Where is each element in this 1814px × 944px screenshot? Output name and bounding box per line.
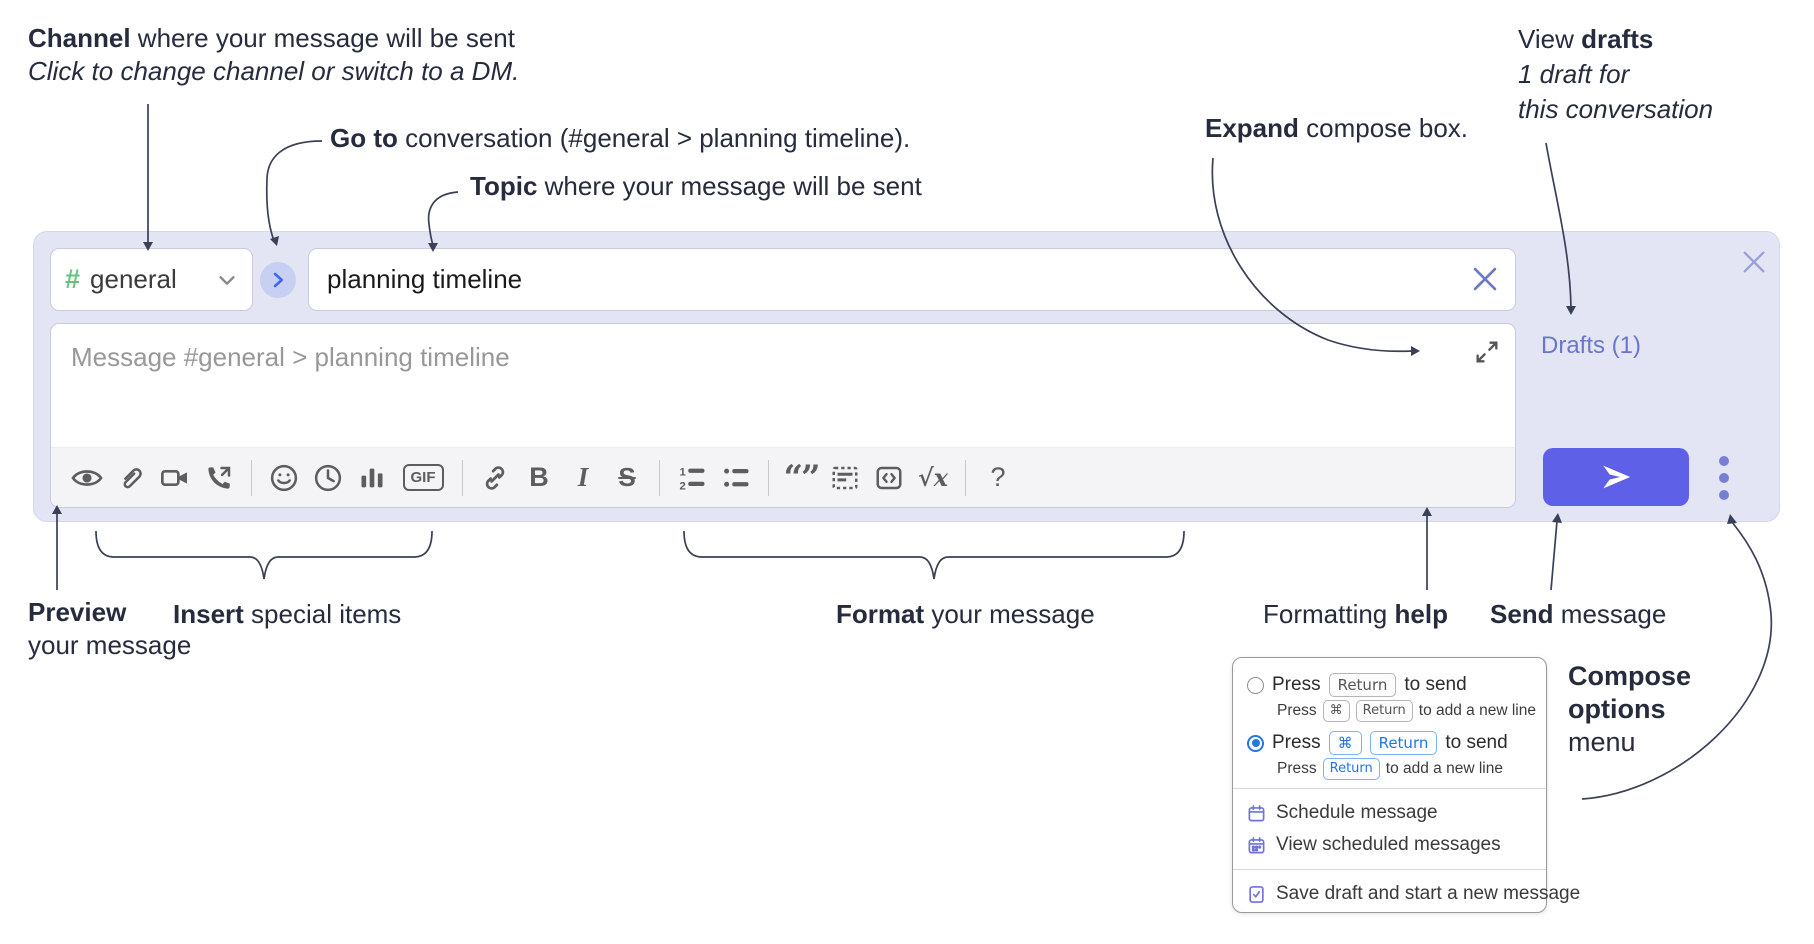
topic-clear-x-icon[interactable]: [1468, 262, 1502, 296]
strikethrough-icon[interactable]: S: [618, 462, 636, 492]
attach-paperclip-icon[interactable]: [109, 458, 153, 498]
annotation-formatting-help: Formatting help: [1263, 599, 1448, 629]
voice-call-icon[interactable]: [197, 458, 241, 498]
annotation-expand: Expand compose box.: [1205, 113, 1469, 143]
spoiler-icon[interactable]: [823, 458, 867, 498]
chevron-down-icon: [216, 269, 238, 291]
annotation-format: Format your message: [836, 599, 1095, 629]
toolbar-separator: [768, 459, 769, 496]
save-draft-icon: [1247, 885, 1266, 904]
chevron-right-icon: [269, 271, 287, 289]
compose-options-ellipsis-icon[interactable]: [1706, 454, 1742, 502]
send-button[interactable]: [1543, 448, 1689, 506]
message-input[interactable]: [55, 328, 1455, 438]
toolbar-separator: [965, 459, 966, 496]
italic-icon[interactable]: I: [577, 462, 589, 492]
annotation-send: Send message: [1490, 599, 1667, 629]
bold-icon[interactable]: B: [529, 462, 549, 492]
drafts-link[interactable]: Drafts (1): [1541, 332, 1642, 359]
annotation-channel-bold: Channel: [28, 23, 131, 53]
radio-unselected[interactable]: [1247, 676, 1264, 694]
channel-name: general: [90, 264, 177, 294]
send-plane-icon: [1599, 460, 1633, 494]
kbd-return: Return: [1322, 758, 1380, 780]
bulleted-list-icon[interactable]: [714, 458, 758, 498]
compose-options-menu: Press Return to send Press ⌘ Return to a…: [1232, 657, 1580, 913]
kbd-cmd: ⌘: [1328, 731, 1362, 755]
kbd-return: Return: [1369, 731, 1438, 755]
radio-selected[interactable]: [1247, 734, 1264, 752]
calendar-icon: [1247, 804, 1266, 823]
menu-option-return-to-send[interactable]: Press Return to send: [1233, 670, 1546, 700]
go-to-conversation-button[interactable]: [260, 262, 296, 298]
kbd-return: Return: [1328, 673, 1397, 697]
annotation-insert: Insert special items: [173, 599, 402, 629]
annotation-preview: Preview your message: [28, 597, 192, 660]
emoji-smiley-icon[interactable]: [262, 458, 306, 498]
close-compose-x-icon[interactable]: [1738, 246, 1770, 278]
annotation-drafts: View drafts 1 draft for this conversatio…: [1518, 24, 1714, 124]
menu-item-view-scheduled-messages[interactable]: View scheduled messages: [1233, 829, 1546, 861]
annotation-topic: Topic where your message will be sent: [470, 171, 922, 201]
gif-icon[interactable]: GIF: [394, 458, 452, 498]
menu-item-save-draft[interactable]: Save draft and start a new message: [1233, 878, 1580, 910]
kbd-return: Return: [1355, 700, 1413, 722]
svg-text:1: 1: [680, 466, 686, 478]
code-icon[interactable]: [867, 458, 911, 498]
menu-option-cmd-return-to-send-sub: Press Return to add a new line: [1233, 758, 1546, 780]
calendar-grid-icon: [1247, 836, 1266, 855]
quote-icon[interactable]: “”: [783, 457, 820, 498]
channel-selector-button[interactable]: # general: [50, 248, 253, 311]
annotation-channel: Channel where your message will be sent …: [28, 23, 520, 86]
link-icon[interactable]: [473, 458, 517, 498]
menu-divider: [1233, 788, 1546, 789]
video-call-icon[interactable]: [153, 458, 197, 498]
menu-option-cmd-return-to-send[interactable]: Press ⌘ Return to send: [1233, 728, 1546, 758]
menu-item-schedule-message[interactable]: Schedule message: [1233, 797, 1546, 829]
formatting-help-icon[interactable]: ?: [990, 462, 1006, 492]
menu-divider: [1233, 869, 1546, 870]
topic-input[interactable]: [308, 248, 1516, 311]
math-icon[interactable]: √x: [917, 463, 949, 492]
svg-text:2: 2: [680, 480, 686, 492]
menu-option-return-to-send-sub: Press ⌘ Return to add a new line: [1233, 700, 1546, 722]
annotation-goto: Go to conversation (#general > planning …: [330, 123, 911, 153]
preview-eye-icon[interactable]: [65, 458, 109, 498]
message-panel: GIF B I S 12 “”: [50, 323, 1516, 508]
global-time-clock-icon[interactable]: [306, 458, 350, 498]
toolbar-separator: [251, 459, 252, 496]
poll-chart-icon[interactable]: [350, 458, 394, 498]
toolbar-separator: [659, 459, 660, 496]
toolbar-separator: [462, 459, 463, 496]
expand-compose-icon[interactable]: [1473, 338, 1501, 366]
annotation-channel-line2: Click to change channel or switch to a D…: [28, 56, 520, 86]
channel-hash-icon: #: [65, 264, 81, 294]
compose-box: # general: [33, 231, 1780, 522]
annotation-compose-options: Compose options menu: [1568, 661, 1692, 757]
kbd-cmd: ⌘: [1322, 700, 1350, 722]
